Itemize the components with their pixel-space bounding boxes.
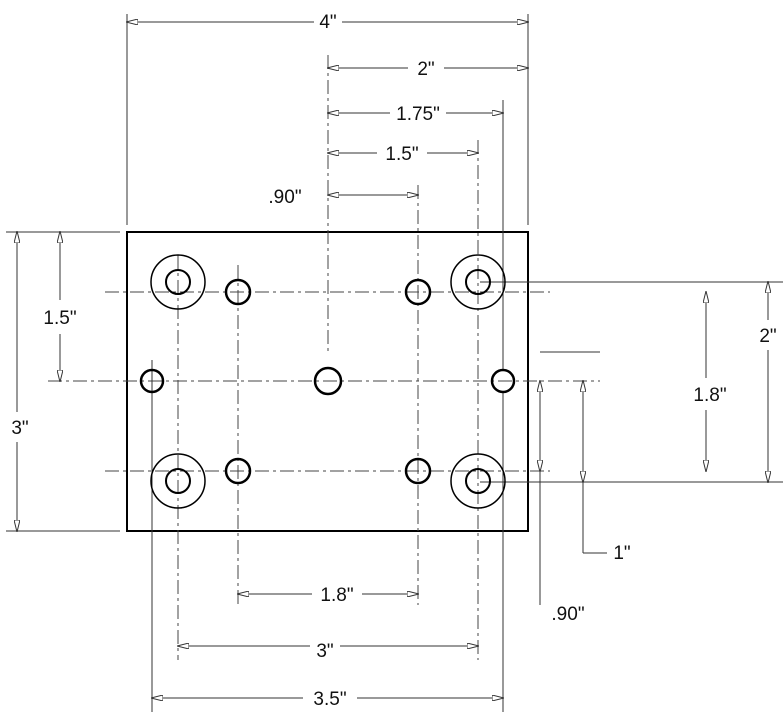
dim-overall-width: 4" [127, 12, 528, 33]
extension-lines [6, 14, 783, 712]
counterbored-hole-top-right [450, 254, 506, 310]
dim-label-overall-width: 4" [319, 12, 336, 33]
dim-label-right-1-8: 1.8" [693, 385, 726, 406]
dim-right-point-nine-vertical: .90" [540, 381, 585, 625]
dim-bottom-1-8: 1.8" [238, 585, 418, 606]
dim-label-left-height: 3" [11, 418, 28, 439]
dim-right-1-75: 1.75" [328, 104, 503, 125]
dim-left-height: 3" [11, 232, 29, 531]
dim-left-1-5: 1.5" [43, 232, 77, 381]
dim-label-bottom-three: 3" [316, 641, 333, 662]
dim-label-right-two: 2" [417, 59, 434, 80]
hole-top-inner-left [224, 278, 252, 306]
dim-label-right-1-75: 1.75" [396, 104, 440, 125]
hole-top-inner-right [404, 278, 432, 306]
dim-label-right-one: 1" [613, 543, 630, 564]
centerlines [48, 55, 600, 660]
counterbored-hole-bottom-right [450, 453, 506, 509]
dim-label-right-point-nine: .90" [268, 187, 301, 208]
dim-label-right-height: 2" [759, 326, 776, 347]
dim-label-bottom-1-8: 1.8" [320, 585, 353, 606]
dim-right-1-8: 1.8" [693, 292, 727, 471]
dim-label-right-1-5: 1.5" [385, 144, 418, 165]
counterbored-hole-bottom-left [150, 453, 206, 509]
counterbored-hole-top-left [150, 254, 206, 310]
hole-center [313, 366, 343, 396]
dim-bottom-3-5: 3.5" [152, 689, 503, 710]
hole-bottom-inner-left [224, 457, 252, 485]
hole-bottom-inner-right [404, 457, 432, 485]
dim-right-1-5: 1.5" [328, 144, 478, 165]
dim-label-left-1-5: 1.5" [43, 308, 76, 329]
hole-mid-left [139, 368, 165, 394]
dim-label-right-point-nine-vertical: .90" [551, 604, 584, 625]
dim-right-height: 2" [759, 282, 777, 482]
hole-mid-right [490, 368, 516, 394]
dim-right-two: 2" [328, 59, 528, 80]
dim-right-one: 1" [583, 381, 631, 564]
dim-label-bottom-3-5: 3.5" [313, 689, 346, 710]
dim-right-point-nine: .90" [268, 187, 418, 208]
dim-bottom-three: 3" [178, 641, 478, 662]
